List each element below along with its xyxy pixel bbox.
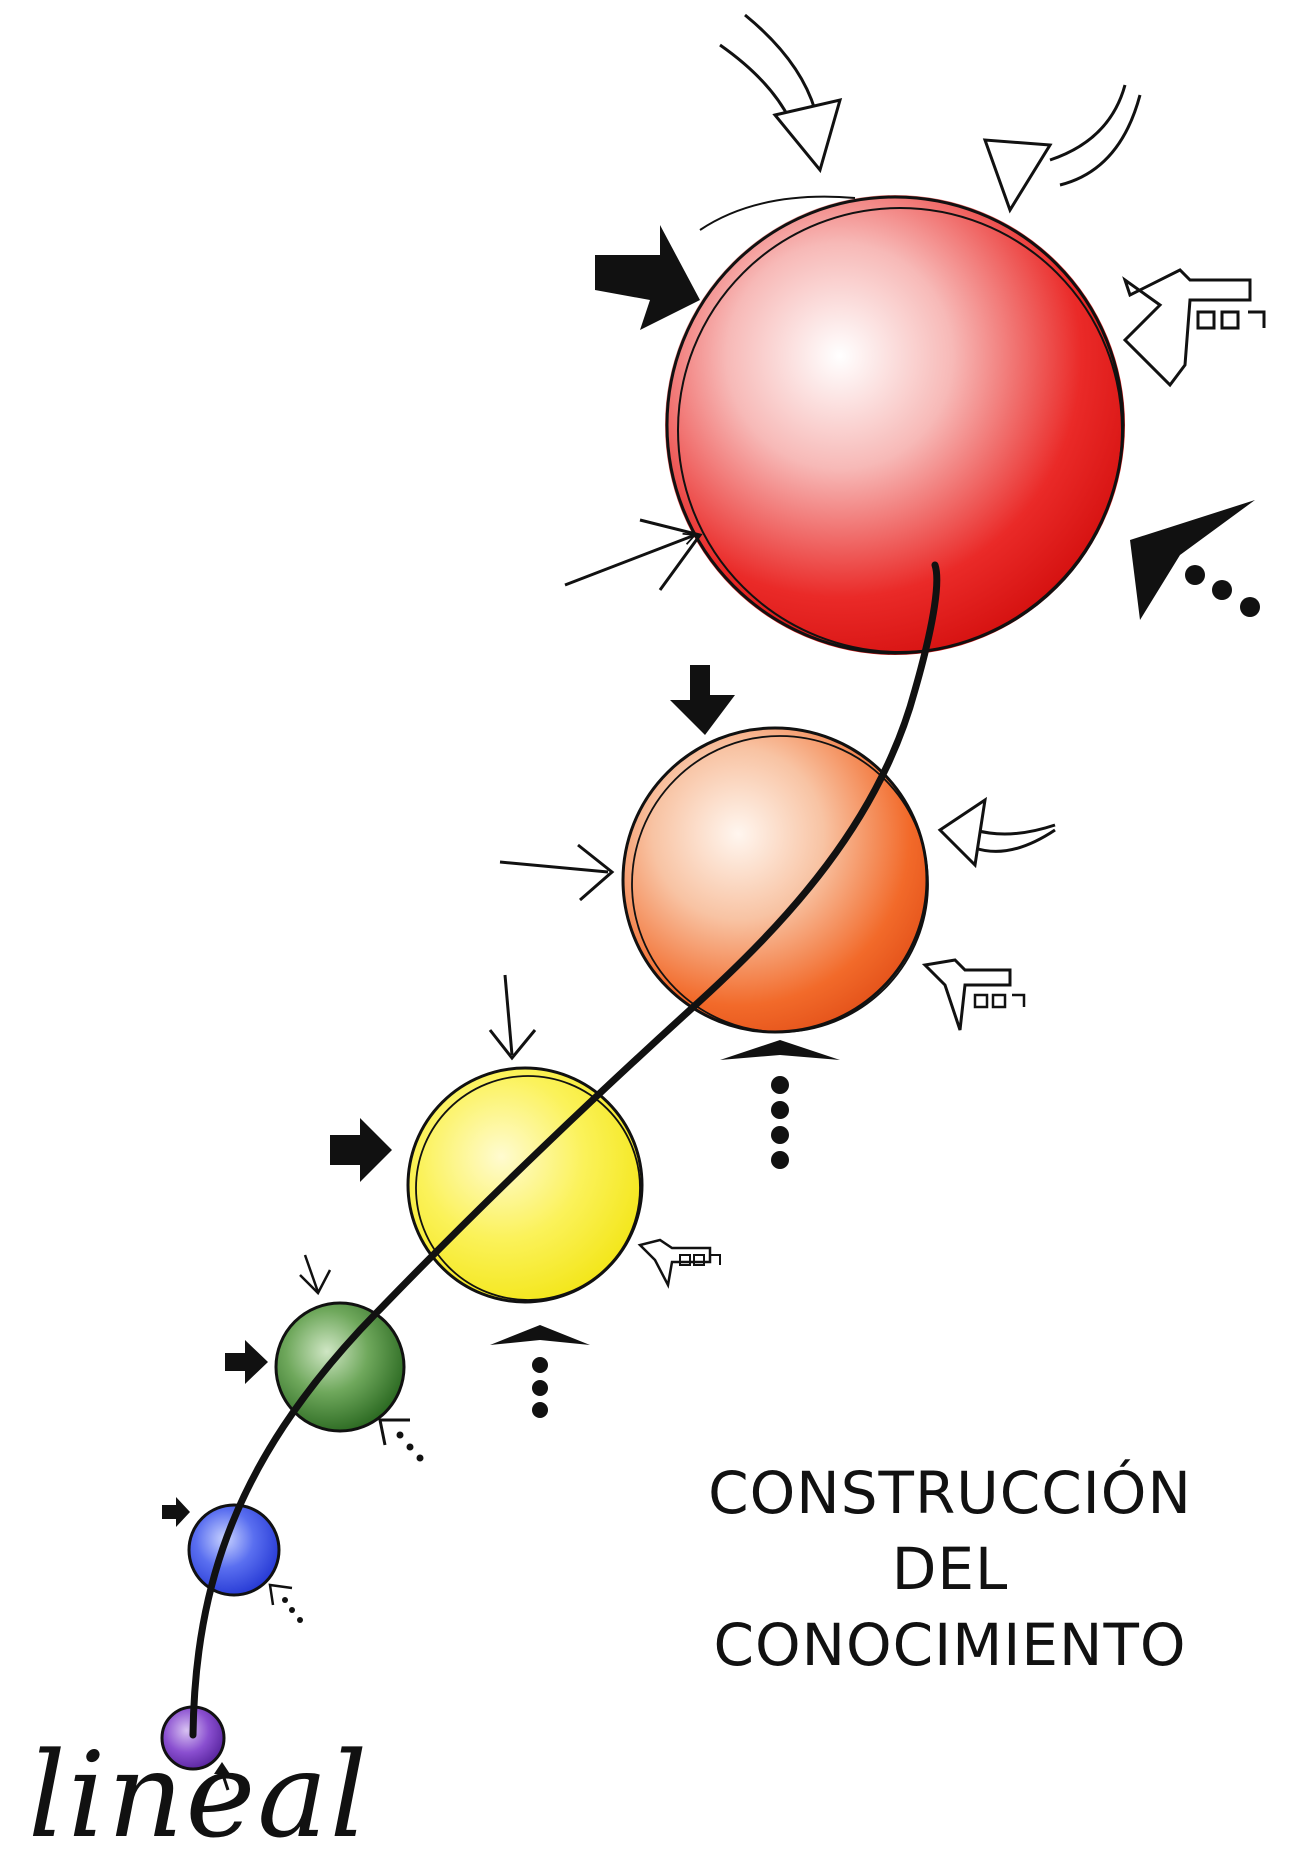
caption-line-3: CONOCIMIENTO — [690, 1607, 1210, 1683]
dotted-arrow-icon — [270, 1585, 303, 1623]
dotted-arrow-icon — [490, 1325, 590, 1418]
path-label: lineal — [28, 1735, 369, 1855]
caption-line-1: CONSTRUCCIÓN — [690, 1455, 1210, 1531]
solid-arrow-icon — [225, 1340, 268, 1384]
dotted-arrow-icon — [720, 1040, 840, 1169]
open-curved-arrow-icon — [720, 15, 840, 170]
yellow-sphere — [407, 1067, 643, 1303]
solid-arrow-icon — [162, 1497, 190, 1527]
dotted-arrow-icon — [1130, 500, 1260, 620]
boxed-arrow-icon — [925, 960, 1024, 1030]
boxed-arrow-icon — [640, 1240, 720, 1285]
dotted-arrow-icon — [380, 1420, 424, 1462]
solid-arrow-icon — [330, 1118, 392, 1182]
solid-arrow-icon — [595, 225, 700, 330]
caption-line-2: DEL — [690, 1531, 1210, 1607]
open-curved-arrow-icon — [940, 800, 1055, 865]
solid-arrow-icon — [670, 665, 735, 735]
open-curved-arrow-icon — [985, 85, 1140, 210]
boxed-arrow-icon — [1125, 270, 1264, 385]
diagram-caption: CONSTRUCCIÓN DEL CONOCIMIENTO — [690, 1455, 1210, 1683]
red-sphere — [665, 195, 1125, 655]
